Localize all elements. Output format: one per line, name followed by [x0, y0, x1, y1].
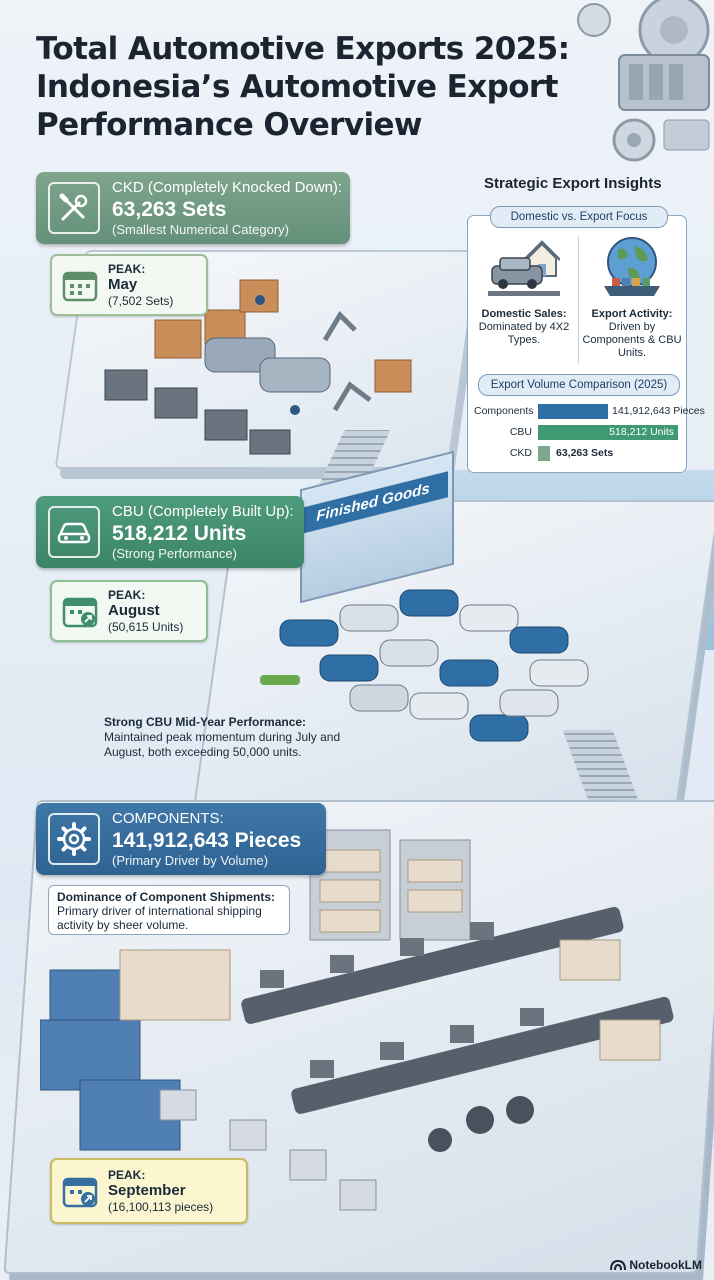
ckd-value: 63,263 Sets	[112, 197, 227, 221]
calendar-trend-icon	[62, 1177, 98, 1208]
ckd-workshop-illustration	[104, 279, 412, 455]
title-line-2: Indonesia’s Automotive Export	[36, 69, 558, 105]
title-line-1: Total Automotive Exports 2025:	[36, 31, 570, 67]
ckd-label: CKD (Completely Knocked Down):	[112, 178, 343, 196]
bar-category-label: CBU	[509, 426, 532, 438]
components-label: COMPONENTS:	[112, 809, 224, 827]
bar-category-label: Components	[474, 405, 534, 417]
bar-category-label: CKD	[509, 447, 532, 459]
domestic-sales-text: Domestic Sales: Dominated by 4X2 Types.	[474, 308, 574, 347]
components-warehouse-illustration	[40, 829, 674, 1211]
cbu-performance-note: Strong CBU Mid-Year Performance: Maintai…	[104, 715, 344, 760]
domestic-body: Dominated by 4X2 Types.	[478, 321, 570, 346]
components-peak-value: (16,100,113 pieces)	[108, 1199, 214, 1214]
domestic-title: Domestic Sales:	[481, 308, 567, 320]
bar-value-label: 518,212 Units	[609, 426, 674, 438]
title-line-3: Performance Overview	[36, 107, 423, 143]
cbu-peak-label: PEAK:	[108, 587, 146, 602]
bar	[538, 445, 550, 461]
calendar-trend-icon	[62, 597, 98, 628]
export-body: Driven by Components & CBU Units.	[582, 321, 682, 359]
components-note-body: Primary driver of international shipping…	[57, 904, 262, 932]
ckd-peak-value: (7,502 Sets)	[108, 293, 174, 308]
ckd-subtitle: (Smallest Numerical Category)	[112, 221, 289, 237]
ckd-peak-box: PEAK: May (7,502 Sets)	[50, 254, 208, 316]
bar-value-label: 141,912,643 Pieces	[612, 405, 705, 417]
insights-divider	[578, 236, 579, 364]
export-activity-text: Export Activity: Driven by Components & …	[582, 308, 682, 360]
notebooklm-logo-icon	[610, 1259, 627, 1271]
house-suv-icon	[488, 240, 560, 296]
cbu-peak-box: PEAK: August (50,615 Units)	[50, 580, 208, 642]
components-dominance-note: Dominance of Component Shipments: Primar…	[48, 885, 290, 935]
insights-title: Strategic Export Insights	[484, 175, 662, 192]
insights-panel: Domestic vs. Export Focus Domestic Sales…	[467, 206, 705, 473]
components-summary-card: COMPONENTS: 141,912,643 Pieces (Primary …	[36, 803, 326, 875]
cbu-note-body: Maintained peak momentum during July and…	[104, 730, 341, 759]
cbu-value: 518,212 Units	[112, 521, 247, 545]
focus-pill: Domestic vs. Export Focus	[490, 206, 668, 228]
gear-icon	[48, 813, 100, 865]
page-title: Total Automotive Exports 2025: Indonesia…	[36, 30, 596, 144]
ckd-peak-label: PEAK:	[108, 261, 146, 276]
export-title: Export Activity:	[591, 308, 673, 320]
components-peak-month: September	[108, 1181, 186, 1199]
components-value: 141,912,643 Pieces	[112, 828, 302, 852]
bar-row: CKD 63,263 Sets	[474, 444, 613, 462]
ckd-peak-month: May	[108, 275, 138, 293]
car-icon	[48, 506, 100, 558]
bar	[538, 403, 608, 419]
calendar-icon	[62, 271, 98, 302]
volume-comparison-pill: Export Volume Comparison (2025)	[478, 374, 680, 396]
cbu-peak-value: (50,615 Units)	[108, 619, 184, 634]
cbu-peak-month: August	[108, 601, 160, 619]
bar-row: CBU 518,212 Units	[474, 423, 678, 441]
components-peak-label: PEAK:	[108, 1167, 146, 1182]
globe-ship-icon	[604, 237, 660, 296]
components-note-title: Dominance of Component Shipments:	[57, 890, 276, 904]
notebooklm-brand: NotebookLM	[610, 1258, 702, 1272]
brand-label: NotebookLM	[629, 1258, 702, 1272]
cbu-cars-illustration	[260, 589, 589, 742]
wrench-screwdriver-icon	[48, 182, 100, 234]
components-subtitle: (Primary Driver by Volume)	[112, 852, 269, 868]
bar-value-label: 63,263 Sets	[556, 447, 614, 459]
bar-row: Components 141,912,643 Pieces	[474, 402, 705, 420]
cbu-summary-card: CBU (Completely Built Up): 518,212 Units…	[36, 496, 304, 568]
cbu-subtitle: (Strong Performance)	[112, 545, 237, 561]
cbu-note-title: Strong CBU Mid-Year Performance:	[104, 715, 307, 729]
components-peak-box: PEAK: September (16,100,113 pieces)	[50, 1158, 248, 1224]
ckd-summary-card: CKD (Completely Knocked Down): 63,263 Se…	[36, 172, 350, 244]
engine-parts-illustration	[577, 0, 710, 162]
cbu-label: CBU (Completely Built Up):	[112, 502, 294, 520]
bar: 518,212 Units	[538, 424, 678, 440]
